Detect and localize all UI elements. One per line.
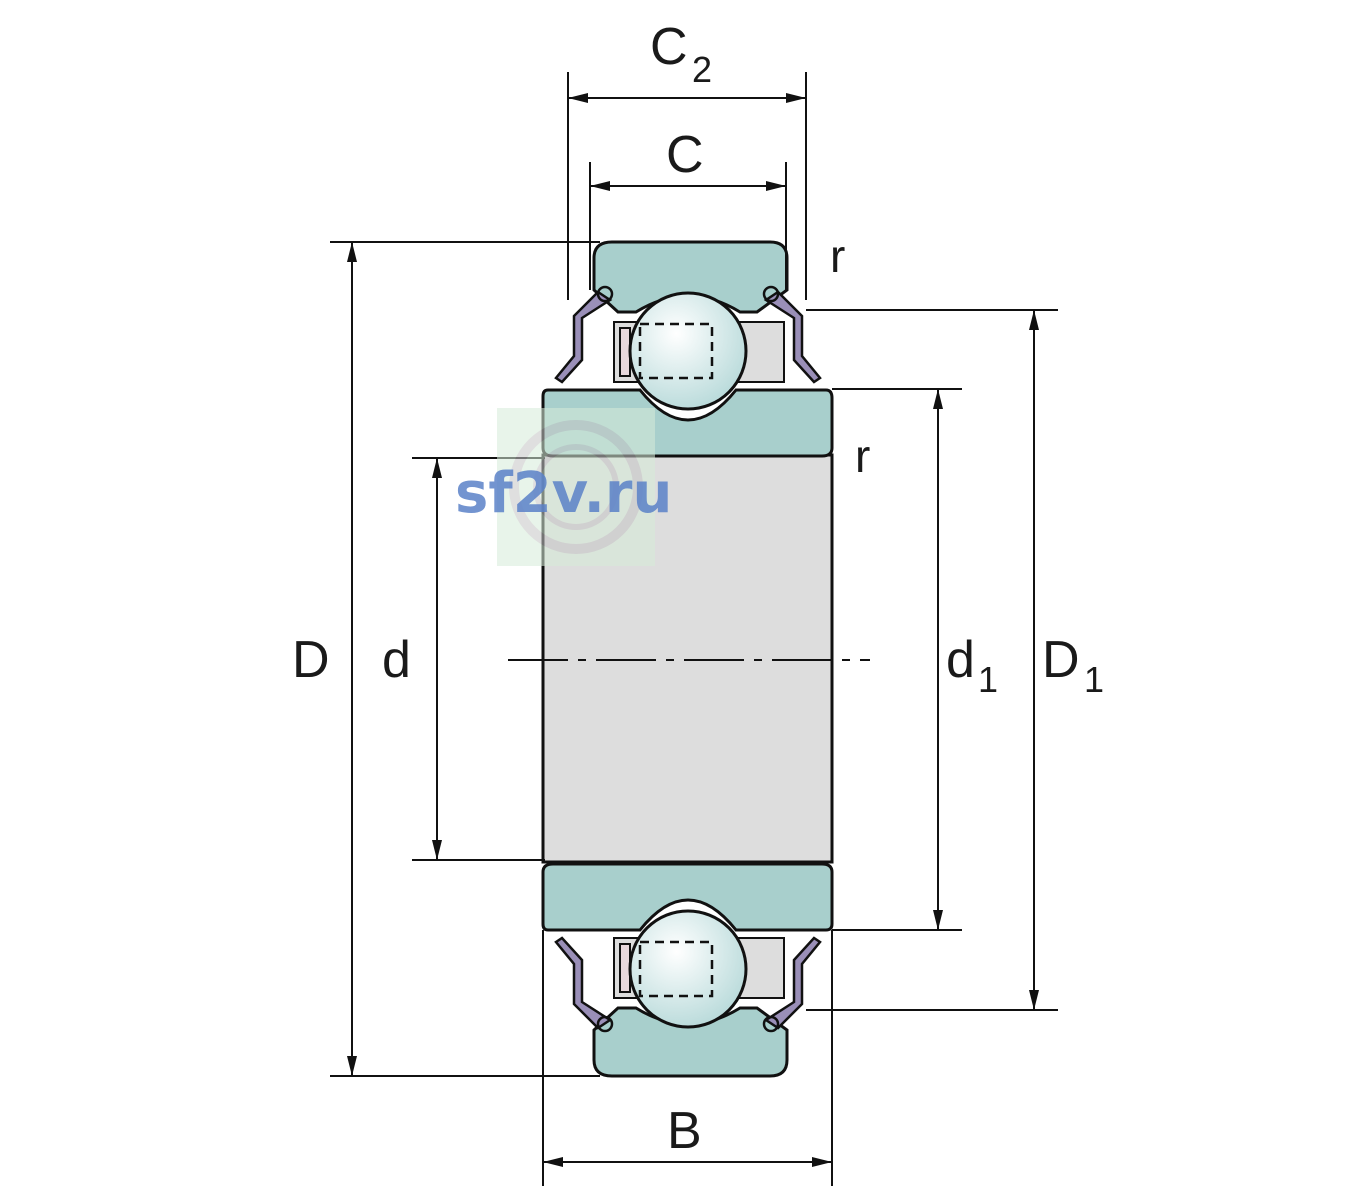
seal-bottom-left bbox=[554, 936, 613, 1030]
seal-hook-top-left bbox=[596, 285, 614, 303]
watermark-text: sf2v.ru bbox=[455, 461, 672, 526]
label-r-top: r bbox=[830, 230, 845, 282]
seal-hook-bottom-left bbox=[596, 1015, 614, 1033]
ball-bottom-hidden-outline bbox=[638, 940, 714, 998]
watermark-bearing-logo bbox=[509, 420, 643, 554]
seal-hook-bottom-right bbox=[762, 1015, 780, 1033]
seal-bottom-right bbox=[763, 936, 822, 1030]
cage-pocket-bottom bbox=[619, 943, 631, 993]
ball-top bbox=[628, 291, 748, 411]
label-C: C bbox=[666, 126, 704, 184]
label-B: B bbox=[667, 1102, 702, 1160]
label-d: d bbox=[382, 631, 411, 689]
inner-ring-bottom-section bbox=[541, 862, 834, 932]
label-D1-subscript: 1 bbox=[1084, 659, 1104, 700]
seal-hook-top-right bbox=[762, 285, 780, 303]
label-d1-subscript: 1 bbox=[978, 659, 998, 700]
label-r-middle: r bbox=[855, 430, 870, 482]
label-d1: d bbox=[946, 631, 975, 689]
watermark-background bbox=[497, 408, 655, 566]
cage-pocket-top bbox=[619, 327, 631, 377]
ball-top-hidden-outline bbox=[638, 322, 714, 380]
label-C2: C bbox=[650, 18, 688, 76]
label-D: D bbox=[292, 631, 330, 689]
label-C2-subscript: 2 bbox=[692, 49, 712, 90]
seal-top-left bbox=[554, 290, 613, 384]
label-D1: D bbox=[1042, 631, 1080, 689]
ball-bottom bbox=[628, 909, 748, 1029]
watermark bbox=[497, 408, 655, 566]
